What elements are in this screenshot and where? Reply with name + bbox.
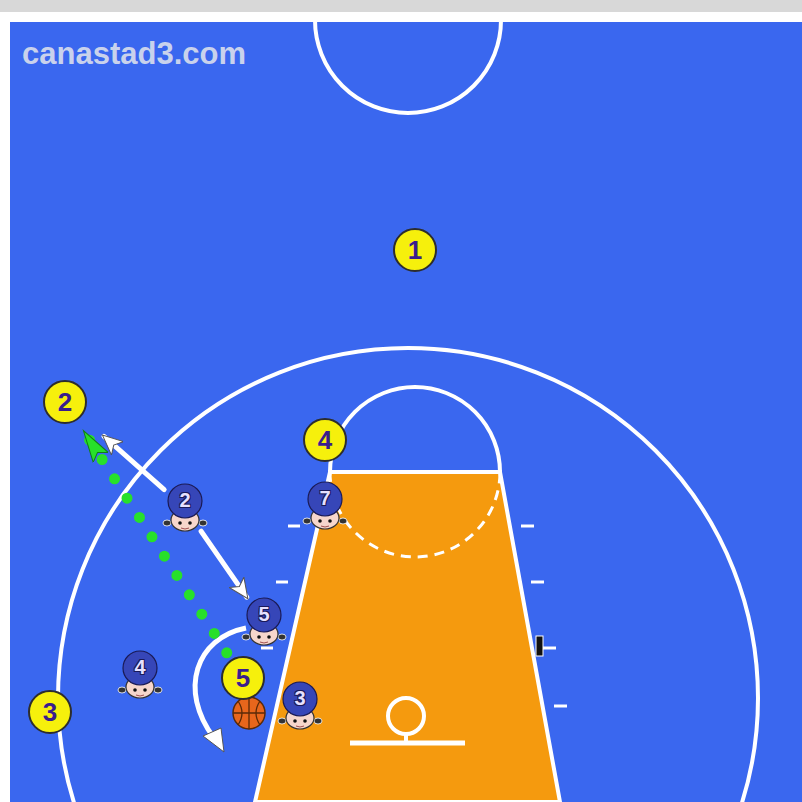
- offense-player: 4: [303, 418, 347, 462]
- player-number: 5: [236, 665, 250, 691]
- free-throw-circle-dashed: [330, 472, 500, 557]
- player-number: 3: [43, 699, 57, 725]
- defense-player: 5: [241, 597, 287, 647]
- player-number: 4: [318, 427, 332, 453]
- movement-arrow: [201, 531, 247, 597]
- watermark: canastad3.com: [22, 36, 246, 72]
- rim: [388, 698, 424, 734]
- movement-arrow: [104, 436, 164, 489]
- player-number: 5: [241, 601, 287, 627]
- player-number: 4: [117, 654, 163, 680]
- defense-player: 7: [302, 481, 348, 531]
- key-lane: [255, 472, 560, 802]
- player-number: 2: [58, 389, 72, 415]
- player-number: 7: [302, 485, 348, 511]
- player-number: 1: [408, 237, 422, 263]
- movement-arrowhead: [203, 728, 224, 752]
- player-number: 2: [162, 487, 208, 513]
- player-number: 3: [277, 685, 323, 711]
- lane-hash-marks: [250, 526, 567, 706]
- pass-line: [85, 432, 227, 653]
- rim-stem: [404, 735, 408, 743]
- free-throw-circle: [330, 387, 500, 472]
- offense-player: 2: [43, 380, 87, 424]
- offense-player: 1: [393, 228, 437, 272]
- court-floor: [8, 20, 802, 802]
- basketball: [233, 697, 265, 729]
- lane-block: [536, 636, 543, 656]
- offense-player: 3: [28, 690, 72, 734]
- three-point-arc: [58, 348, 758, 802]
- defense-player: 4: [117, 650, 163, 700]
- defense-player: 3: [277, 681, 323, 731]
- offense-player: 5: [221, 656, 265, 700]
- center-circle: [315, 20, 501, 113]
- defense-player: 2: [162, 483, 208, 533]
